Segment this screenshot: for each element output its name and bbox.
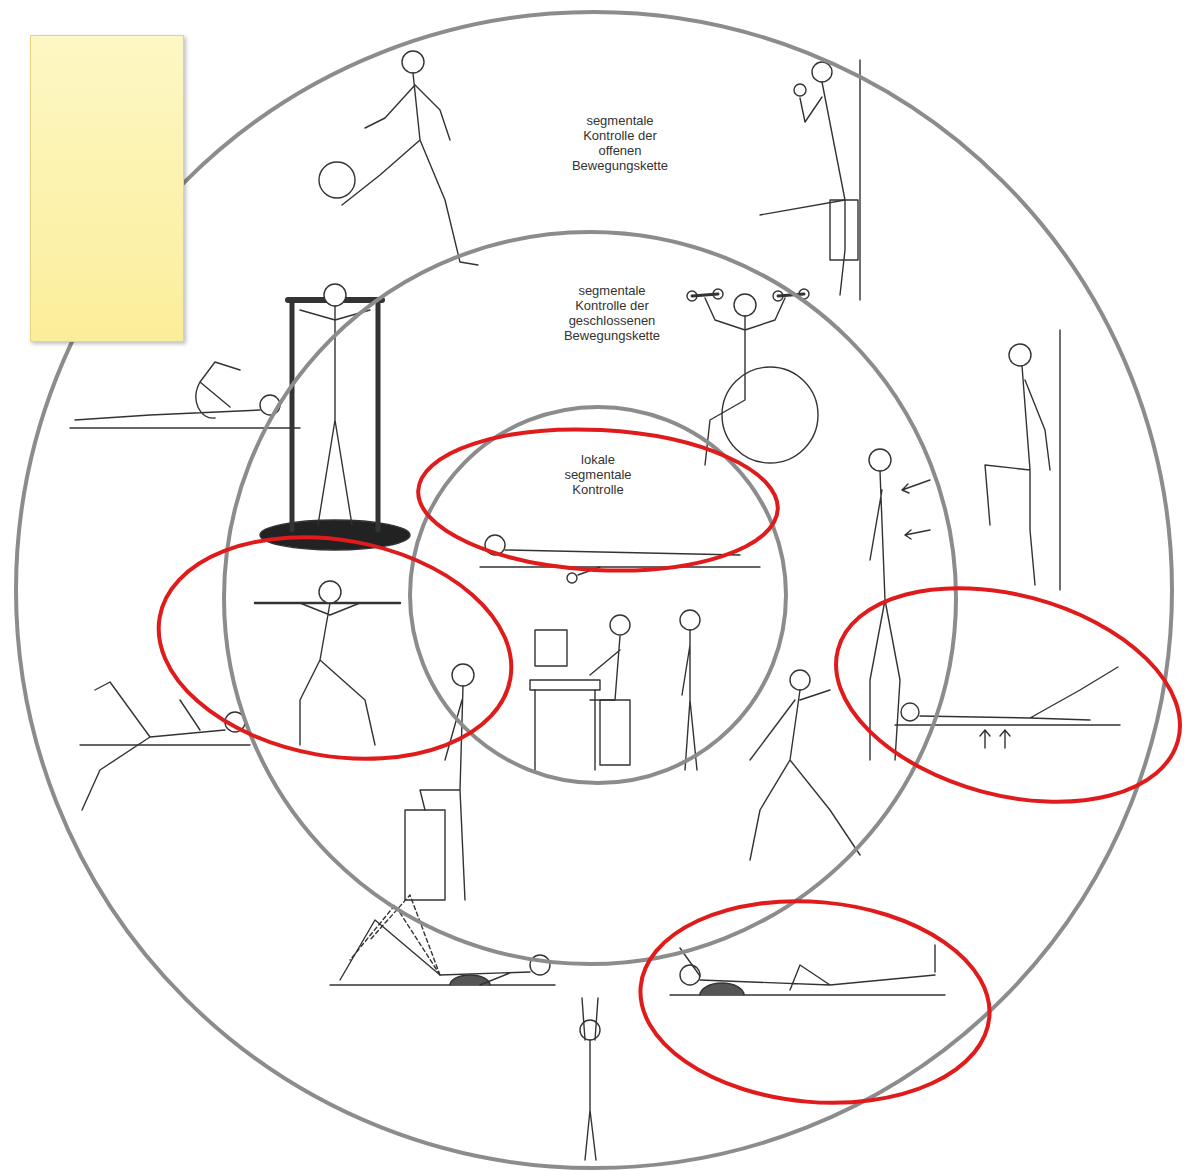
control-circle: lokale segmentale Kontrolle [408, 405, 788, 785]
ring-label: segmentale Kontrolle der geschlossenen B… [556, 283, 668, 343]
ring-label: lokale segmentale Kontrolle [546, 452, 650, 497]
note-box [30, 35, 184, 342]
ring-label: segmentale Kontrolle der offenen Bewegun… [564, 113, 676, 173]
control-circle: segmentale Kontrolle der geschlossenen B… [222, 230, 958, 966]
